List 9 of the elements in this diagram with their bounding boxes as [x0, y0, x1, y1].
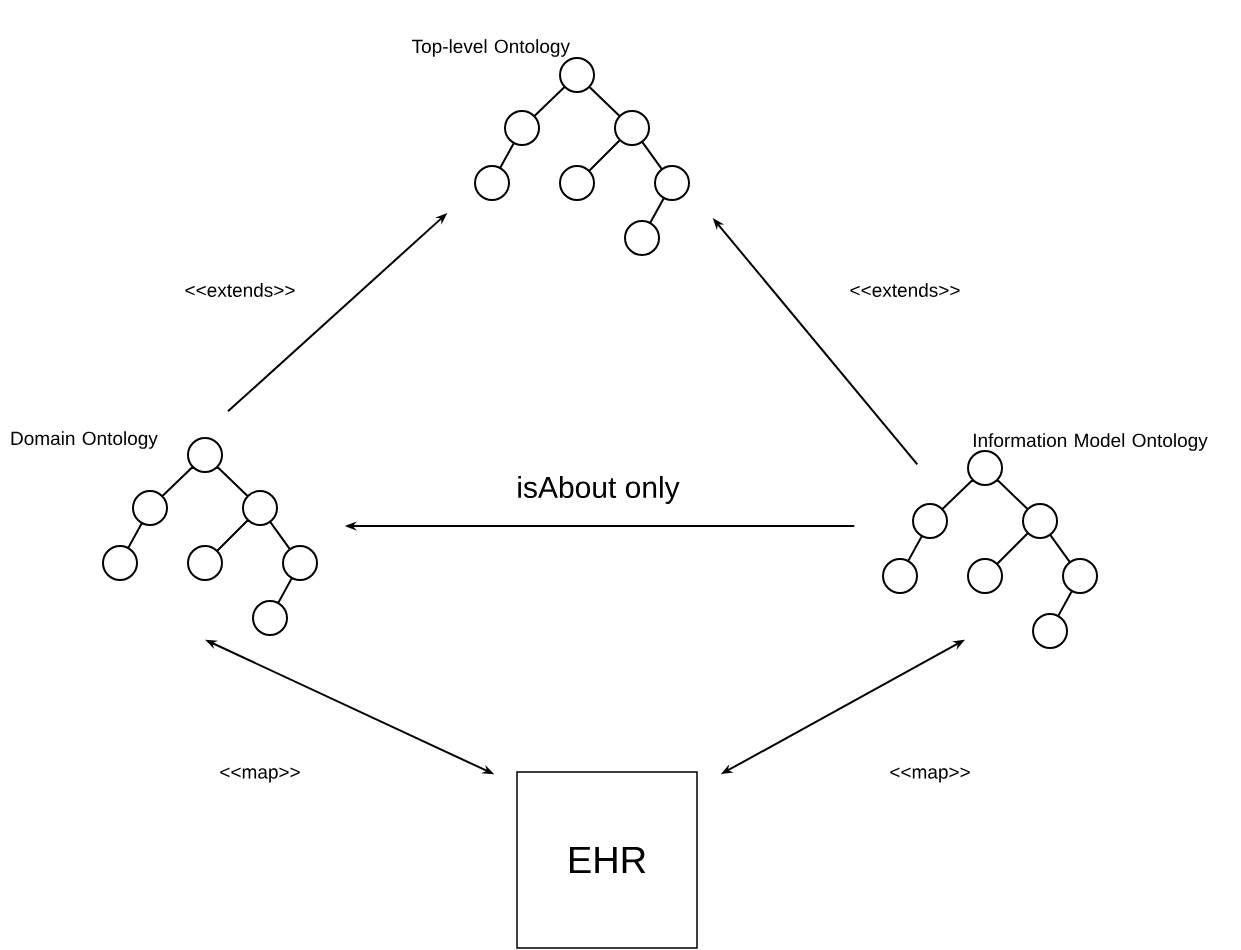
- node-heading: Domain Ontology: [11, 431, 158, 449]
- edge-label: isAbout only: [514, 474, 682, 506]
- edge-label: <<extends>>: [847, 281, 963, 299]
- edge-label: <<map>>: [217, 765, 303, 785]
- node-heading: Top-level Ontology: [412, 39, 570, 57]
- process-box: EHR: [516, 771, 698, 949]
- edge-label: <<map>>: [887, 765, 973, 785]
- node-heading: Information Model Ontology: [974, 433, 1208, 451]
- edge-label: <<extends>>: [182, 281, 298, 299]
